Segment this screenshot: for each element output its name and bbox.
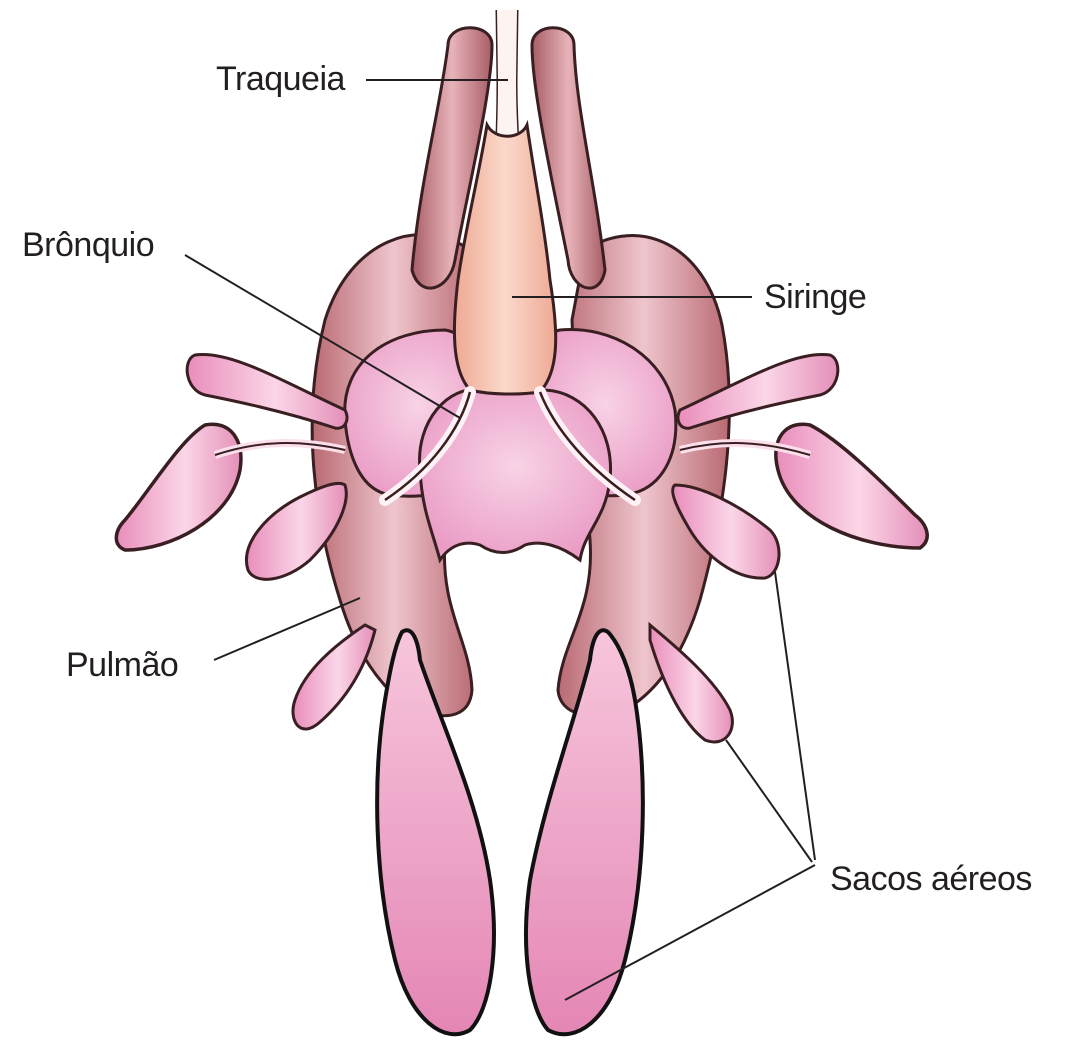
leader-line-sacos-2 bbox=[726, 740, 812, 862]
label-traqueia: Traqueia bbox=[216, 62, 345, 96]
center-sac bbox=[420, 390, 611, 560]
air-sac-lower-right bbox=[650, 625, 732, 742]
label-pulmao: Pulmão bbox=[66, 648, 178, 682]
air-sac-outer-left bbox=[116, 424, 241, 550]
label-siringe: Siringe bbox=[764, 280, 866, 314]
air-sac-lower-left bbox=[293, 625, 375, 729]
label-sacos-aereos: Sacos aéreos bbox=[830, 862, 1032, 896]
label-bronquio: Brônquio bbox=[22, 228, 154, 262]
air-sac-outer-right bbox=[776, 424, 927, 548]
air-sac-abdominal-right bbox=[526, 630, 643, 1034]
